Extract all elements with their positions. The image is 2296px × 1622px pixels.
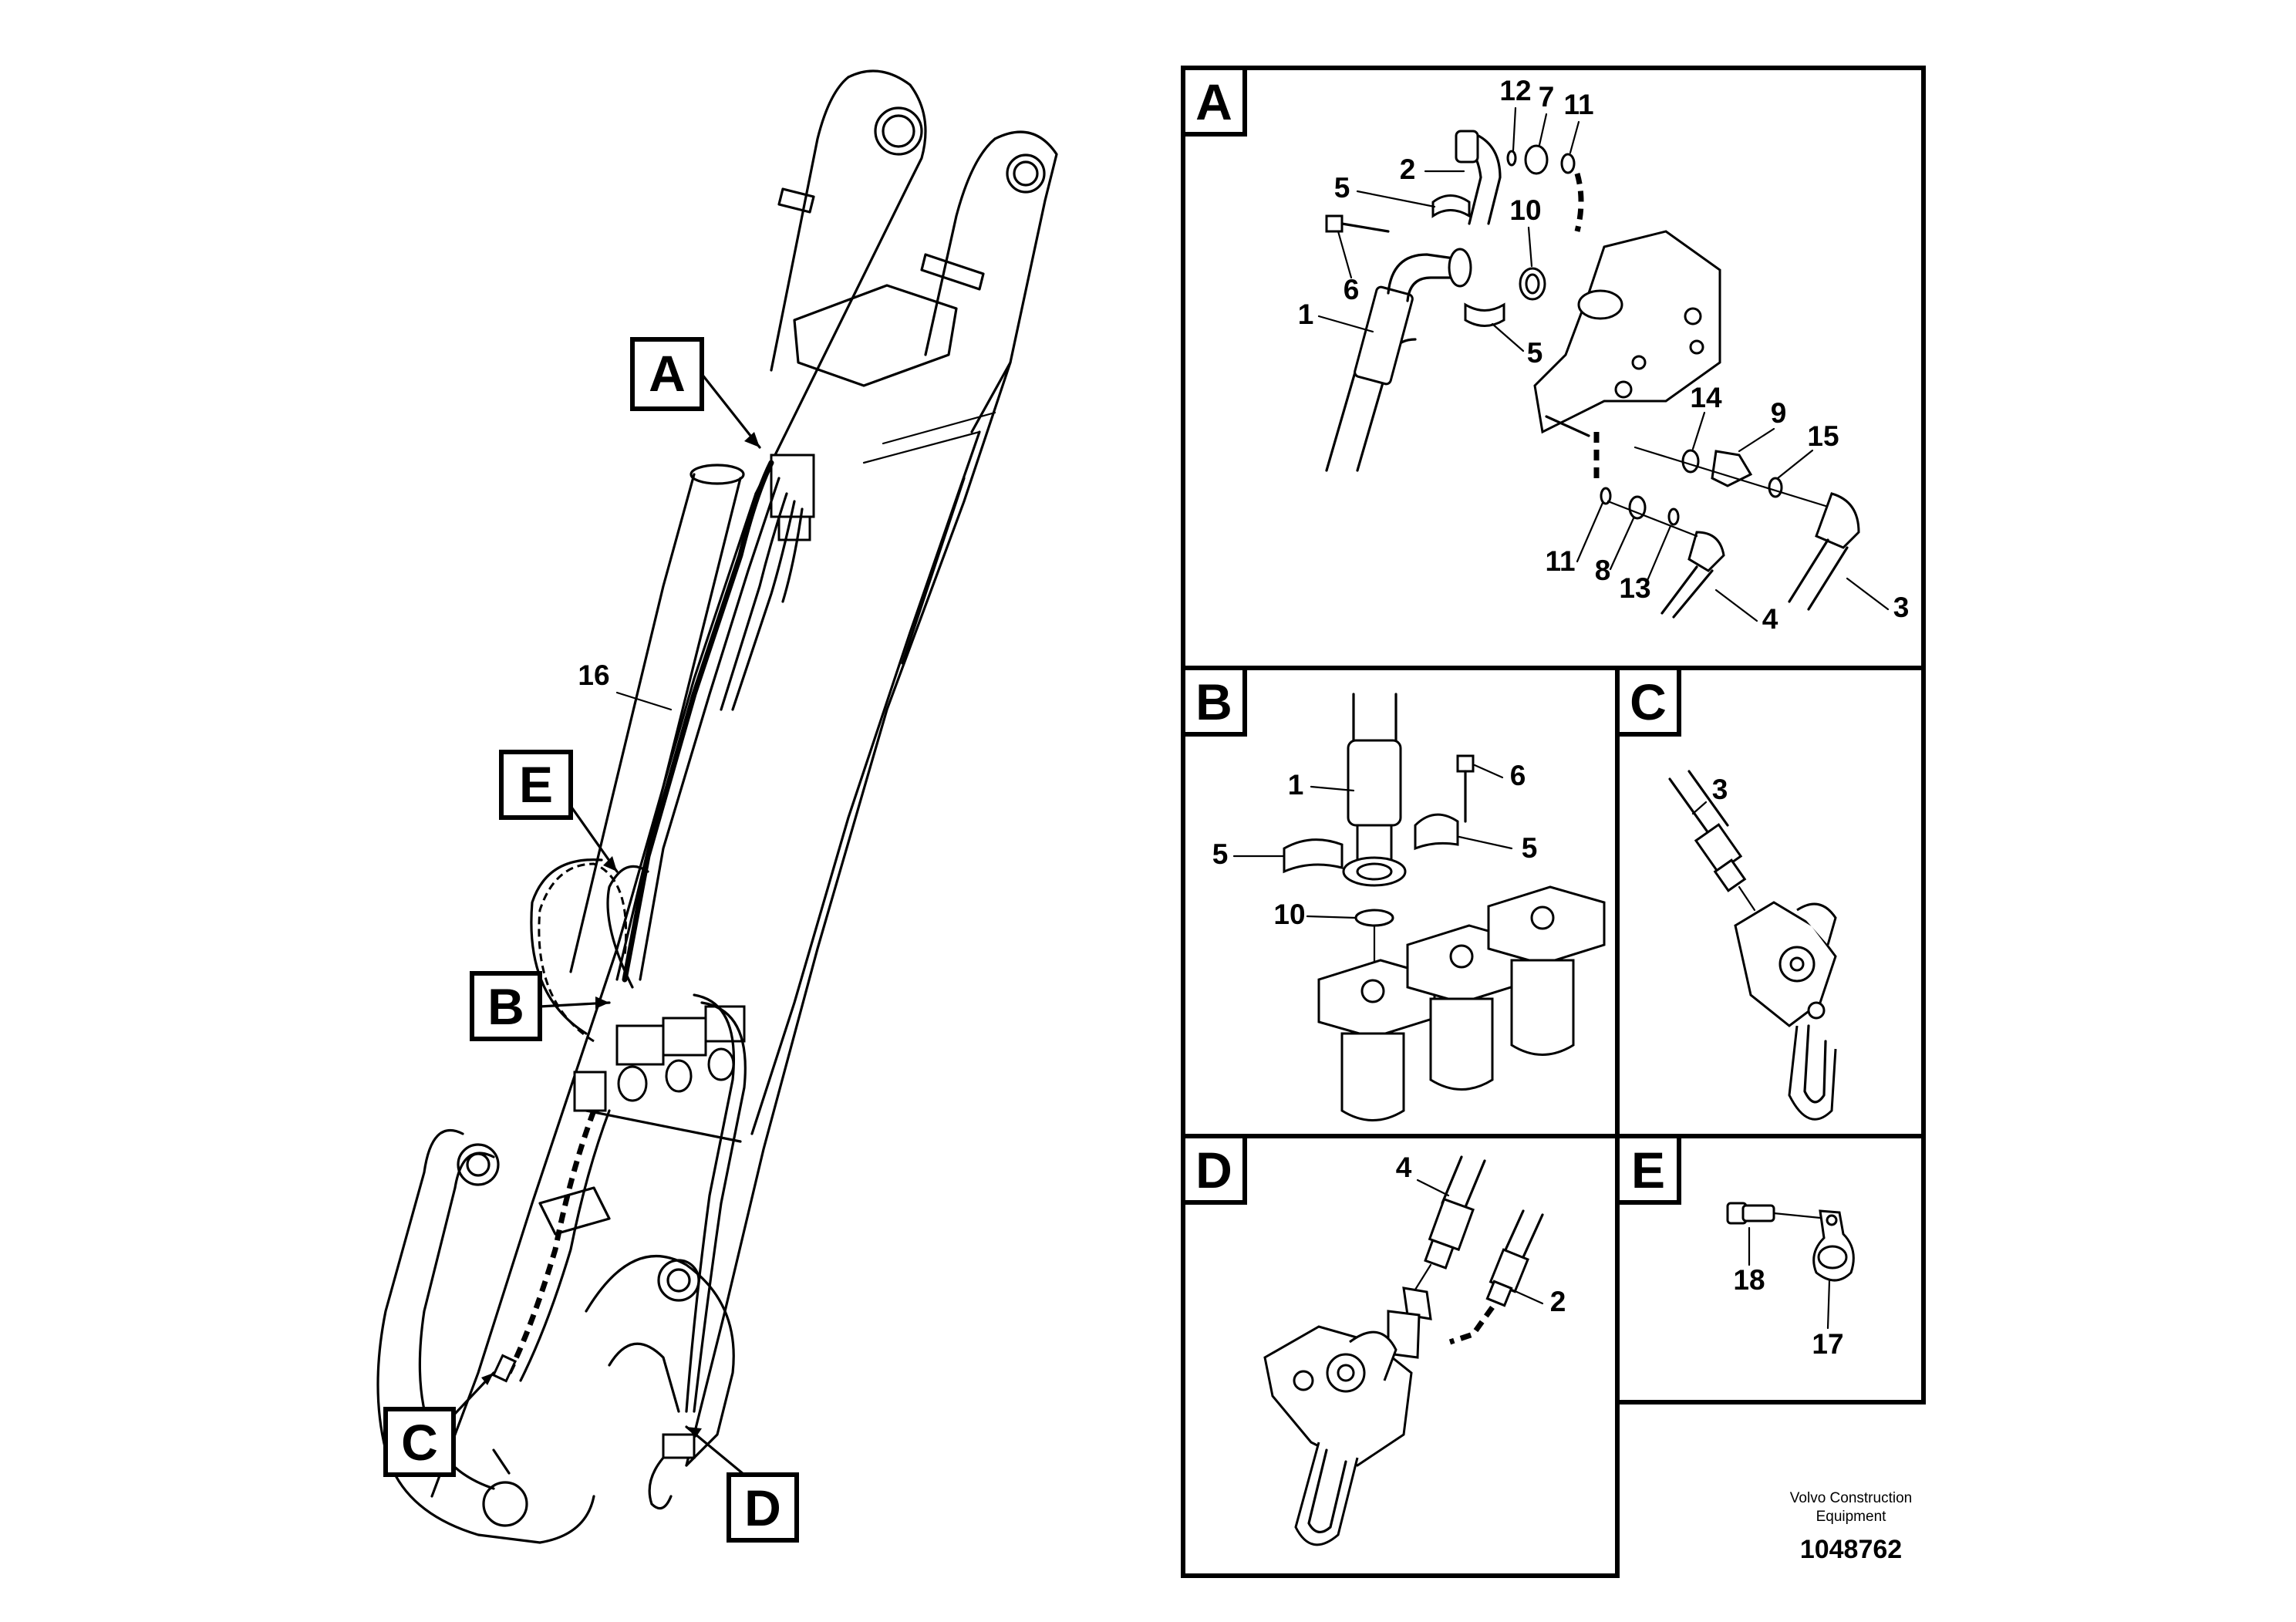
panel-b-part: 5 bbox=[1212, 838, 1229, 870]
footer: Volvo Construction Equipment 1048762 bbox=[1790, 1490, 1912, 1564]
panel-a-part: 14 bbox=[1690, 382, 1722, 413]
panel-a: A bbox=[1181, 66, 1910, 635]
panel-e-part: 18 bbox=[1733, 1264, 1765, 1296]
callout-e: E bbox=[519, 756, 553, 813]
panel-d-letter: D bbox=[1195, 1141, 1232, 1199]
panel-frames bbox=[1181, 66, 1926, 1578]
panel-e-part: 17 bbox=[1812, 1328, 1843, 1360]
panel-a-part: 6 bbox=[1344, 274, 1360, 305]
document-number: 1048762 bbox=[1800, 1535, 1902, 1564]
panel-b-part: 6 bbox=[1510, 760, 1526, 791]
panel-c: C 3 bbox=[1615, 666, 1837, 1121]
company-line-2: Equipment bbox=[1816, 1509, 1887, 1525]
panel-b-part: 10 bbox=[1273, 899, 1305, 930]
panel-a-part: 5 bbox=[1334, 172, 1350, 204]
panel-a-part: 5 bbox=[1527, 337, 1543, 369]
panel-b-letter: B bbox=[1195, 673, 1232, 730]
callout-a: A bbox=[649, 345, 686, 402]
panel-a-part: 4 bbox=[1762, 603, 1778, 635]
part-16-label: 16 bbox=[578, 659, 609, 691]
callout-d: D bbox=[744, 1479, 781, 1536]
company-line-1: Volvo Construction bbox=[1790, 1490, 1912, 1506]
panel-c-letter: C bbox=[1630, 673, 1667, 730]
callout-c: C bbox=[401, 1414, 438, 1471]
panel-b-part: 5 bbox=[1522, 832, 1538, 864]
boom-overview: A E B C D 16 bbox=[376, 69, 1058, 1544]
panel-e-letter: E bbox=[1631, 1141, 1665, 1199]
panel-a-part: 12 bbox=[1499, 75, 1531, 106]
panel-d: D 4 2 bbox=[1181, 1134, 1566, 1546]
panel-d-part: 2 bbox=[1550, 1286, 1566, 1317]
callout-b: B bbox=[487, 978, 524, 1035]
panel-a-part: 11 bbox=[1545, 545, 1575, 577]
panel-a-part: 1 bbox=[1298, 298, 1314, 330]
panel-a-part: 8 bbox=[1595, 555, 1611, 586]
panel-a-part: 7 bbox=[1539, 81, 1555, 113]
panel-a-part: 2 bbox=[1400, 153, 1416, 185]
panel-a-part: 9 bbox=[1771, 397, 1787, 429]
panel-a-letter: A bbox=[1195, 73, 1232, 130]
panel-a-part: 3 bbox=[1893, 592, 1910, 623]
panel-a-part: 10 bbox=[1509, 194, 1541, 226]
panel-c-part: 3 bbox=[1712, 774, 1728, 805]
panel-d-part: 4 bbox=[1396, 1152, 1412, 1183]
panel-a-part: 15 bbox=[1807, 420, 1839, 452]
panel-b-part: 1 bbox=[1288, 769, 1304, 801]
panel-a-part: 11 bbox=[1563, 89, 1593, 120]
panel-b: B 1 6 5 5 10 bbox=[1181, 666, 1606, 1121]
panel-e: E 18 17 bbox=[1615, 1134, 1855, 1360]
panel-a-part: 13 bbox=[1619, 572, 1650, 604]
